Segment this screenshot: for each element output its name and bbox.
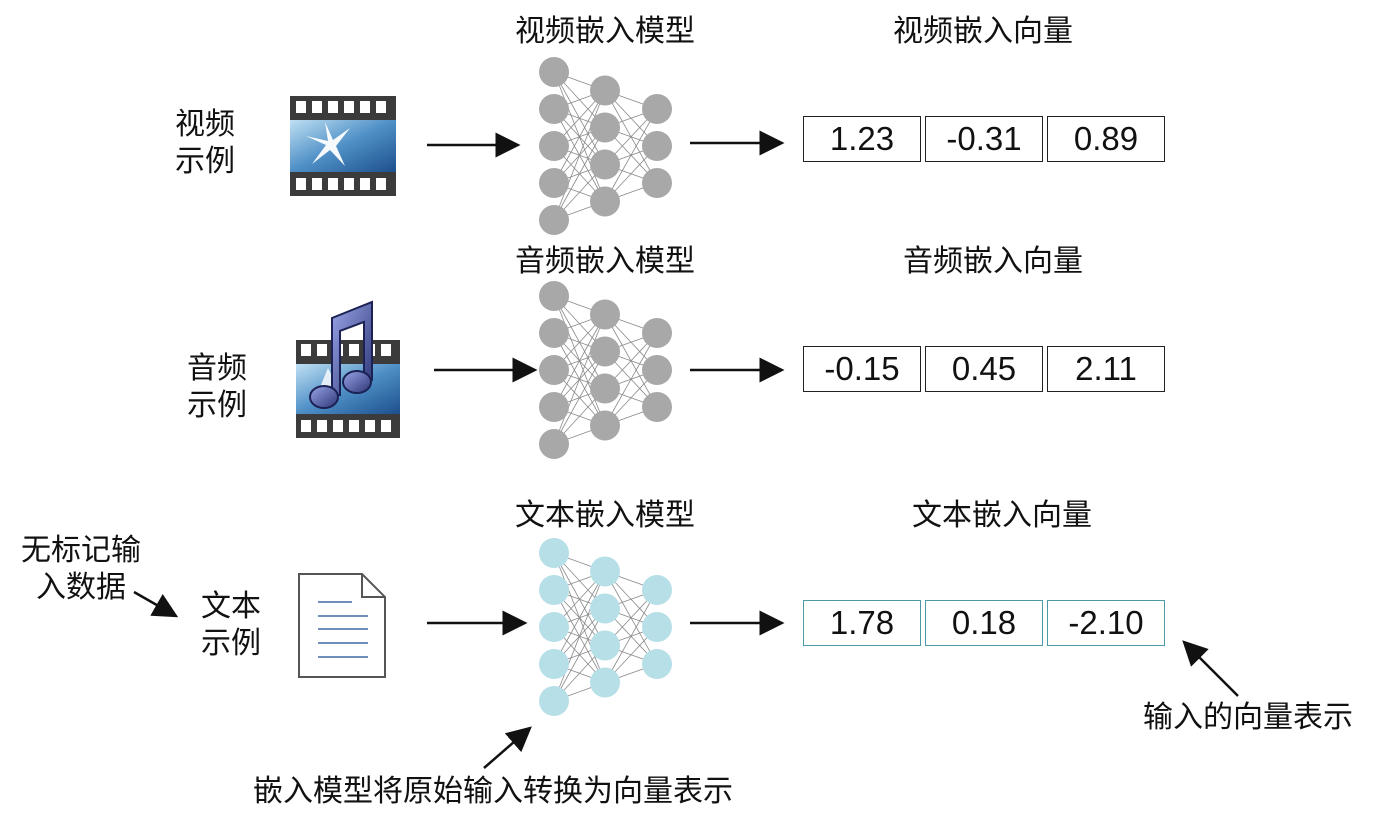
- text-network-icon: [539, 538, 672, 716]
- network-node: [642, 168, 672, 198]
- vector-cell: 0.18: [925, 600, 1043, 646]
- network-edge: [553, 571, 606, 702]
- network-node: [539, 131, 569, 161]
- annotation-arrow: [483, 726, 532, 769]
- network-node: [539, 538, 569, 568]
- network-node: [642, 355, 672, 385]
- text-label-line-1: 文本: [201, 589, 261, 624]
- network-edge: [553, 314, 606, 445]
- network-node: [590, 667, 620, 698]
- vector-cell: 1.23: [803, 116, 921, 162]
- network-node: [642, 318, 672, 348]
- video-network-icon: [539, 57, 672, 235]
- network-node: [539, 205, 569, 235]
- vector-cell: 0.45: [925, 346, 1043, 392]
- network-node: [539, 429, 569, 459]
- network-node: [590, 149, 620, 180]
- unlabeled-line-2: 入数据: [36, 570, 126, 605]
- unlabeled-line-1: 无标记输: [21, 533, 141, 568]
- vector-cell: -2.10: [1047, 600, 1165, 646]
- network-node: [539, 649, 569, 679]
- network-node: [539, 57, 569, 87]
- network-node: [642, 392, 672, 422]
- model-note: 嵌入模型将原始输入转换为向量表示: [253, 774, 733, 809]
- music-note-icon: [296, 300, 400, 438]
- audio-vector: -0.15 0.45 2.11: [803, 346, 1169, 392]
- network-node: [590, 593, 620, 624]
- vector-note: 输入的向量表示: [1143, 700, 1353, 735]
- network-node: [642, 612, 672, 642]
- network-node: [590, 112, 620, 143]
- video-model-title: 视频嵌入模型: [515, 14, 695, 49]
- network-node: [590, 186, 620, 217]
- text-label-line-2: 示例: [201, 626, 261, 661]
- audio-label-line-2: 示例: [187, 388, 247, 423]
- text-vector-title: 文本嵌入向量: [912, 498, 1092, 533]
- vector-cell: 1.78: [803, 600, 921, 646]
- document-icon: [298, 573, 386, 678]
- network-edge: [553, 90, 606, 184]
- network-edge: [604, 332, 658, 426]
- video-label-line-2: 示例: [175, 144, 235, 179]
- network-node: [590, 373, 620, 404]
- network-node: [539, 318, 569, 348]
- audio-network-icon: [539, 281, 672, 459]
- video-label-line-1: 视频: [175, 107, 235, 142]
- network-node: [539, 686, 569, 716]
- text-input-label: 文本 示例: [186, 588, 276, 662]
- network-edge: [553, 127, 606, 221]
- network-edge: [604, 108, 658, 202]
- network-edge: [553, 351, 606, 445]
- network-node: [590, 556, 620, 587]
- network-node: [590, 299, 620, 330]
- vector-cell: -0.15: [803, 346, 921, 392]
- network-node: [539, 168, 569, 198]
- vector-cell: 0.89: [1047, 116, 1165, 162]
- annotation-arrow: [133, 590, 179, 618]
- network-edge: [553, 571, 606, 665]
- audio-model-title: 音频嵌入模型: [515, 244, 695, 279]
- network-node: [642, 575, 672, 605]
- network-edge: [553, 314, 606, 408]
- network-edge: [604, 589, 658, 683]
- audio-vector-title: 音频嵌入向量: [903, 244, 1083, 279]
- network-node: [590, 336, 620, 367]
- vector-cell: 2.11: [1047, 346, 1165, 392]
- network-node: [642, 94, 672, 124]
- network-node: [642, 131, 672, 161]
- network-node: [539, 355, 569, 385]
- video-input-label: 视频 示例: [160, 106, 250, 180]
- audio-input-label: 音频 示例: [172, 350, 262, 424]
- annotation-arrow: [1182, 640, 1239, 697]
- network-node: [539, 392, 569, 422]
- vector-cell: -0.31: [925, 116, 1043, 162]
- network-node: [539, 281, 569, 311]
- network-node: [642, 649, 672, 679]
- network-edge: [553, 90, 606, 221]
- video-vector-title: 视频嵌入向量: [893, 14, 1073, 49]
- audio-label-line-1: 音频: [187, 351, 247, 386]
- network-node: [539, 575, 569, 605]
- network-node: [590, 410, 620, 441]
- unlabeled-input-annotation: 无标记输 入数据: [6, 532, 156, 606]
- film-strip-icon: [290, 96, 396, 196]
- network-node: [590, 75, 620, 106]
- network-node: [590, 630, 620, 661]
- network-node: [539, 94, 569, 124]
- text-model-title: 文本嵌入模型: [515, 498, 695, 533]
- network-edge: [553, 608, 606, 702]
- text-vector: 1.78 0.18 -2.10: [803, 600, 1169, 646]
- video-vector: 1.23 -0.31 0.89: [803, 116, 1169, 162]
- network-node: [539, 612, 569, 642]
